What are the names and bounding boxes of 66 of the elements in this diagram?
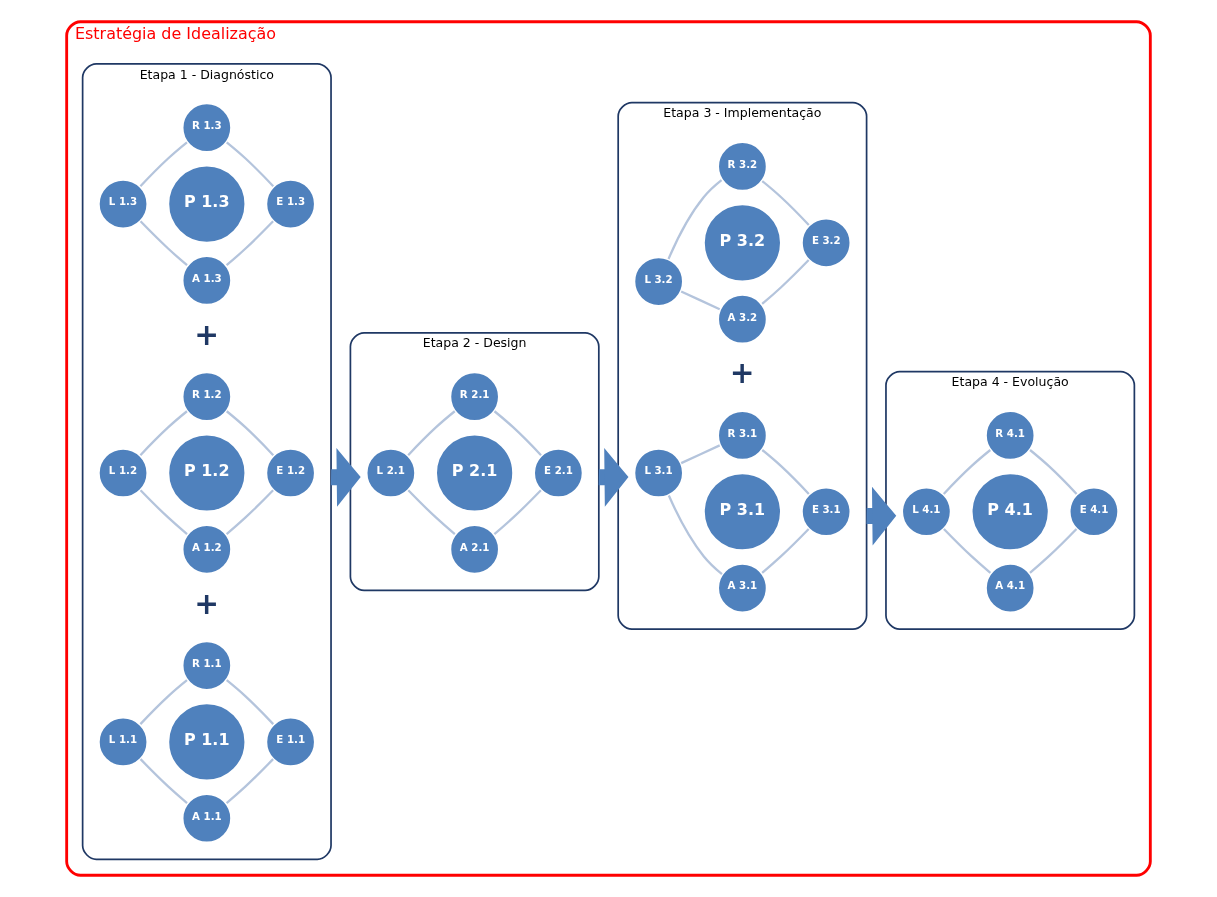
connector	[139, 679, 188, 725]
node-circle: P 1.1	[166, 702, 247, 782]
connector	[407, 410, 456, 456]
connector	[761, 528, 810, 574]
node-circle: P 1.2	[166, 433, 247, 513]
node-circle: E 1.3	[264, 178, 317, 230]
node-circle: A 3.1	[716, 562, 769, 614]
node-circle: L 1.2	[97, 447, 149, 499]
node-circle: E 3.1	[800, 486, 852, 538]
node-circle: A 4.1	[984, 562, 1036, 614]
connector	[1029, 528, 1078, 574]
node-circle: R 3.2	[716, 140, 769, 193]
node-circle: R 1.2	[181, 371, 233, 423]
connector	[226, 679, 275, 725]
connector	[1029, 449, 1078, 495]
connector	[139, 410, 188, 456]
connector	[493, 489, 542, 535]
connector	[680, 290, 721, 311]
node-circle: E 4.1	[1068, 486, 1120, 538]
connector	[680, 444, 721, 465]
node-circle: L 3.1	[633, 447, 685, 499]
node-circle: A 2.1	[448, 523, 501, 575]
connector	[667, 179, 723, 260]
node-circle: R 2.1	[448, 371, 501, 423]
node-circle: L 4.1	[900, 486, 953, 538]
node-circle: L 2.1	[365, 447, 417, 499]
node-circle: E 3.2	[800, 217, 852, 269]
node-circle: E 2.1	[532, 447, 584, 499]
connector	[761, 259, 810, 305]
connector	[226, 141, 275, 188]
label: +	[194, 317, 220, 352]
connector	[943, 528, 992, 574]
connector	[139, 758, 188, 804]
node-circle: A 1.3	[181, 254, 233, 307]
connector	[225, 489, 274, 535]
connector	[942, 449, 991, 495]
node-circle: P 3.2	[702, 202, 783, 283]
connector	[139, 220, 188, 267]
node-circle: L 3.2	[633, 255, 685, 308]
connector	[139, 489, 188, 535]
connector	[225, 220, 274, 267]
node-circle: R 3.1	[716, 409, 769, 462]
connector	[139, 141, 188, 188]
node-circle: R 1.3	[181, 102, 233, 154]
node-circle: R 4.1	[984, 409, 1036, 462]
node-circle: E 1.1	[264, 716, 317, 768]
connector	[225, 758, 274, 804]
node-circle: L 1.3	[97, 178, 149, 230]
node-circle: P 2.1	[434, 433, 515, 513]
connector	[493, 410, 542, 456]
connector	[407, 489, 456, 535]
node-circle: A 1.1	[181, 792, 233, 844]
label: +	[194, 586, 220, 621]
node-circle: E 1.2	[264, 447, 317, 499]
node-circle: R 1.1	[181, 639, 233, 692]
connector	[667, 495, 723, 575]
node-circle: L 1.1	[97, 716, 149, 768]
connector	[761, 180, 810, 226]
node-circle: P 3.1	[702, 471, 783, 552]
node-circle: A 1.2	[181, 523, 233, 575]
node-circle: P 4.1	[970, 471, 1051, 552]
label: +	[729, 356, 755, 391]
connector	[226, 410, 275, 456]
node-circle: P 1.3	[166, 164, 247, 244]
connector	[761, 449, 810, 495]
node-circle: A 3.2	[716, 293, 769, 345]
